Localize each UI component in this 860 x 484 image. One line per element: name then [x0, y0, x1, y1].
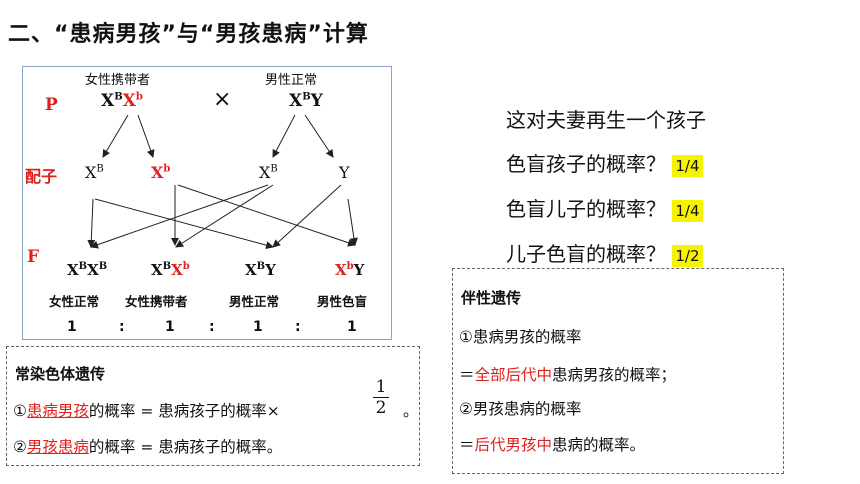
- question-2: 色盲儿子的概率？ 1/4: [506, 193, 703, 222]
- gamete-father-1: XB: [259, 163, 278, 182]
- sexlinked-title: 伴性遗传: [461, 289, 522, 307]
- offspring-2-phenotype: 女性携带者: [125, 294, 188, 309]
- offspring-1-phenotype: 女性正常: [49, 294, 100, 309]
- autosomal-line-1: ①患病男孩的概率 = 患病孩子的概率×: [13, 402, 280, 420]
- offspring-3-phenotype: 男性正常: [229, 294, 280, 309]
- ratio-colon-1: :: [119, 319, 125, 335]
- ratio-4: 1: [347, 319, 357, 335]
- autosomal-title: 常染色体遗传: [15, 365, 106, 383]
- ratio-1: 1: [67, 319, 77, 335]
- sexlinked-line-3: ②男孩患病的概率: [459, 400, 582, 418]
- mother-genotype: XBXb: [101, 91, 143, 111]
- autosomal-line-2: ②男孩患病的概率 = 患病孩子的概率。: [13, 438, 283, 456]
- sexlinked-box: 伴性遗传 ①患病男孩的概率 ＝全部后代中患病男孩的概率； ②男孩患病的概率 ＝后…: [452, 268, 784, 474]
- offspring-2-genotype: XBXb: [151, 261, 190, 279]
- gamete-mother-1: XB: [85, 163, 104, 182]
- cross-arrows: [87, 114, 358, 250]
- offspring-3-genotype: XBY: [245, 261, 276, 279]
- question-1: 色盲孩子的概率？ 1/4: [506, 148, 703, 177]
- fraction-half: 1 2: [373, 377, 389, 418]
- sexlinked-line-1: ①患病男孩的概率: [459, 328, 582, 346]
- father-genotype: XBY: [289, 91, 323, 111]
- ratio-2: 1: [165, 319, 175, 335]
- ratio-3: 1: [253, 319, 263, 335]
- gamete-father-2: Y: [339, 163, 350, 182]
- sexlinked-line-2: ＝全部后代中患病男孩的概率；: [459, 366, 677, 384]
- question-3: 儿子色盲的概率？ 1/2: [506, 238, 703, 267]
- offspring-4-phenotype: 男性色盲: [317, 294, 368, 309]
- generation-p-label: P: [45, 95, 58, 115]
- cross-symbol: ×: [213, 87, 232, 112]
- gamete-label: 配子: [25, 167, 58, 186]
- generation-f-label: F: [27, 247, 40, 267]
- answer-3: 1/2: [672, 245, 703, 267]
- mother-label: 女性携带者: [85, 73, 151, 88]
- gamete-mother-2: Xb: [151, 163, 171, 182]
- answer-1: 1/4: [672, 155, 703, 177]
- pedigree-diagram: P 配子 F 女性携带者 男性正常 XBXb × XBY XB Xb XB Y …: [22, 66, 392, 340]
- autosomal-box: 常染色体遗传 ①患病男孩的概率 = 患病孩子的概率× 1 2 。 ②男孩患病的概…: [6, 346, 420, 466]
- question-intro: 这对夫妻再生一个孩子: [506, 108, 706, 132]
- page-title: 二、“患病男孩”与“男孩患病”计算: [8, 22, 369, 47]
- sexlinked-line-4: ＝后代男孩中患病的概率。: [459, 436, 646, 454]
- father-label: 男性正常: [265, 73, 318, 88]
- offspring-1-genotype: XBXB: [67, 261, 108, 279]
- ratio-colon-3: :: [295, 319, 301, 335]
- autosomal-line-1-end: 。: [403, 402, 419, 420]
- answer-2: 1/4: [672, 200, 703, 222]
- offspring-4-genotype: XbY: [335, 261, 365, 279]
- ratio-colon-2: :: [209, 319, 215, 335]
